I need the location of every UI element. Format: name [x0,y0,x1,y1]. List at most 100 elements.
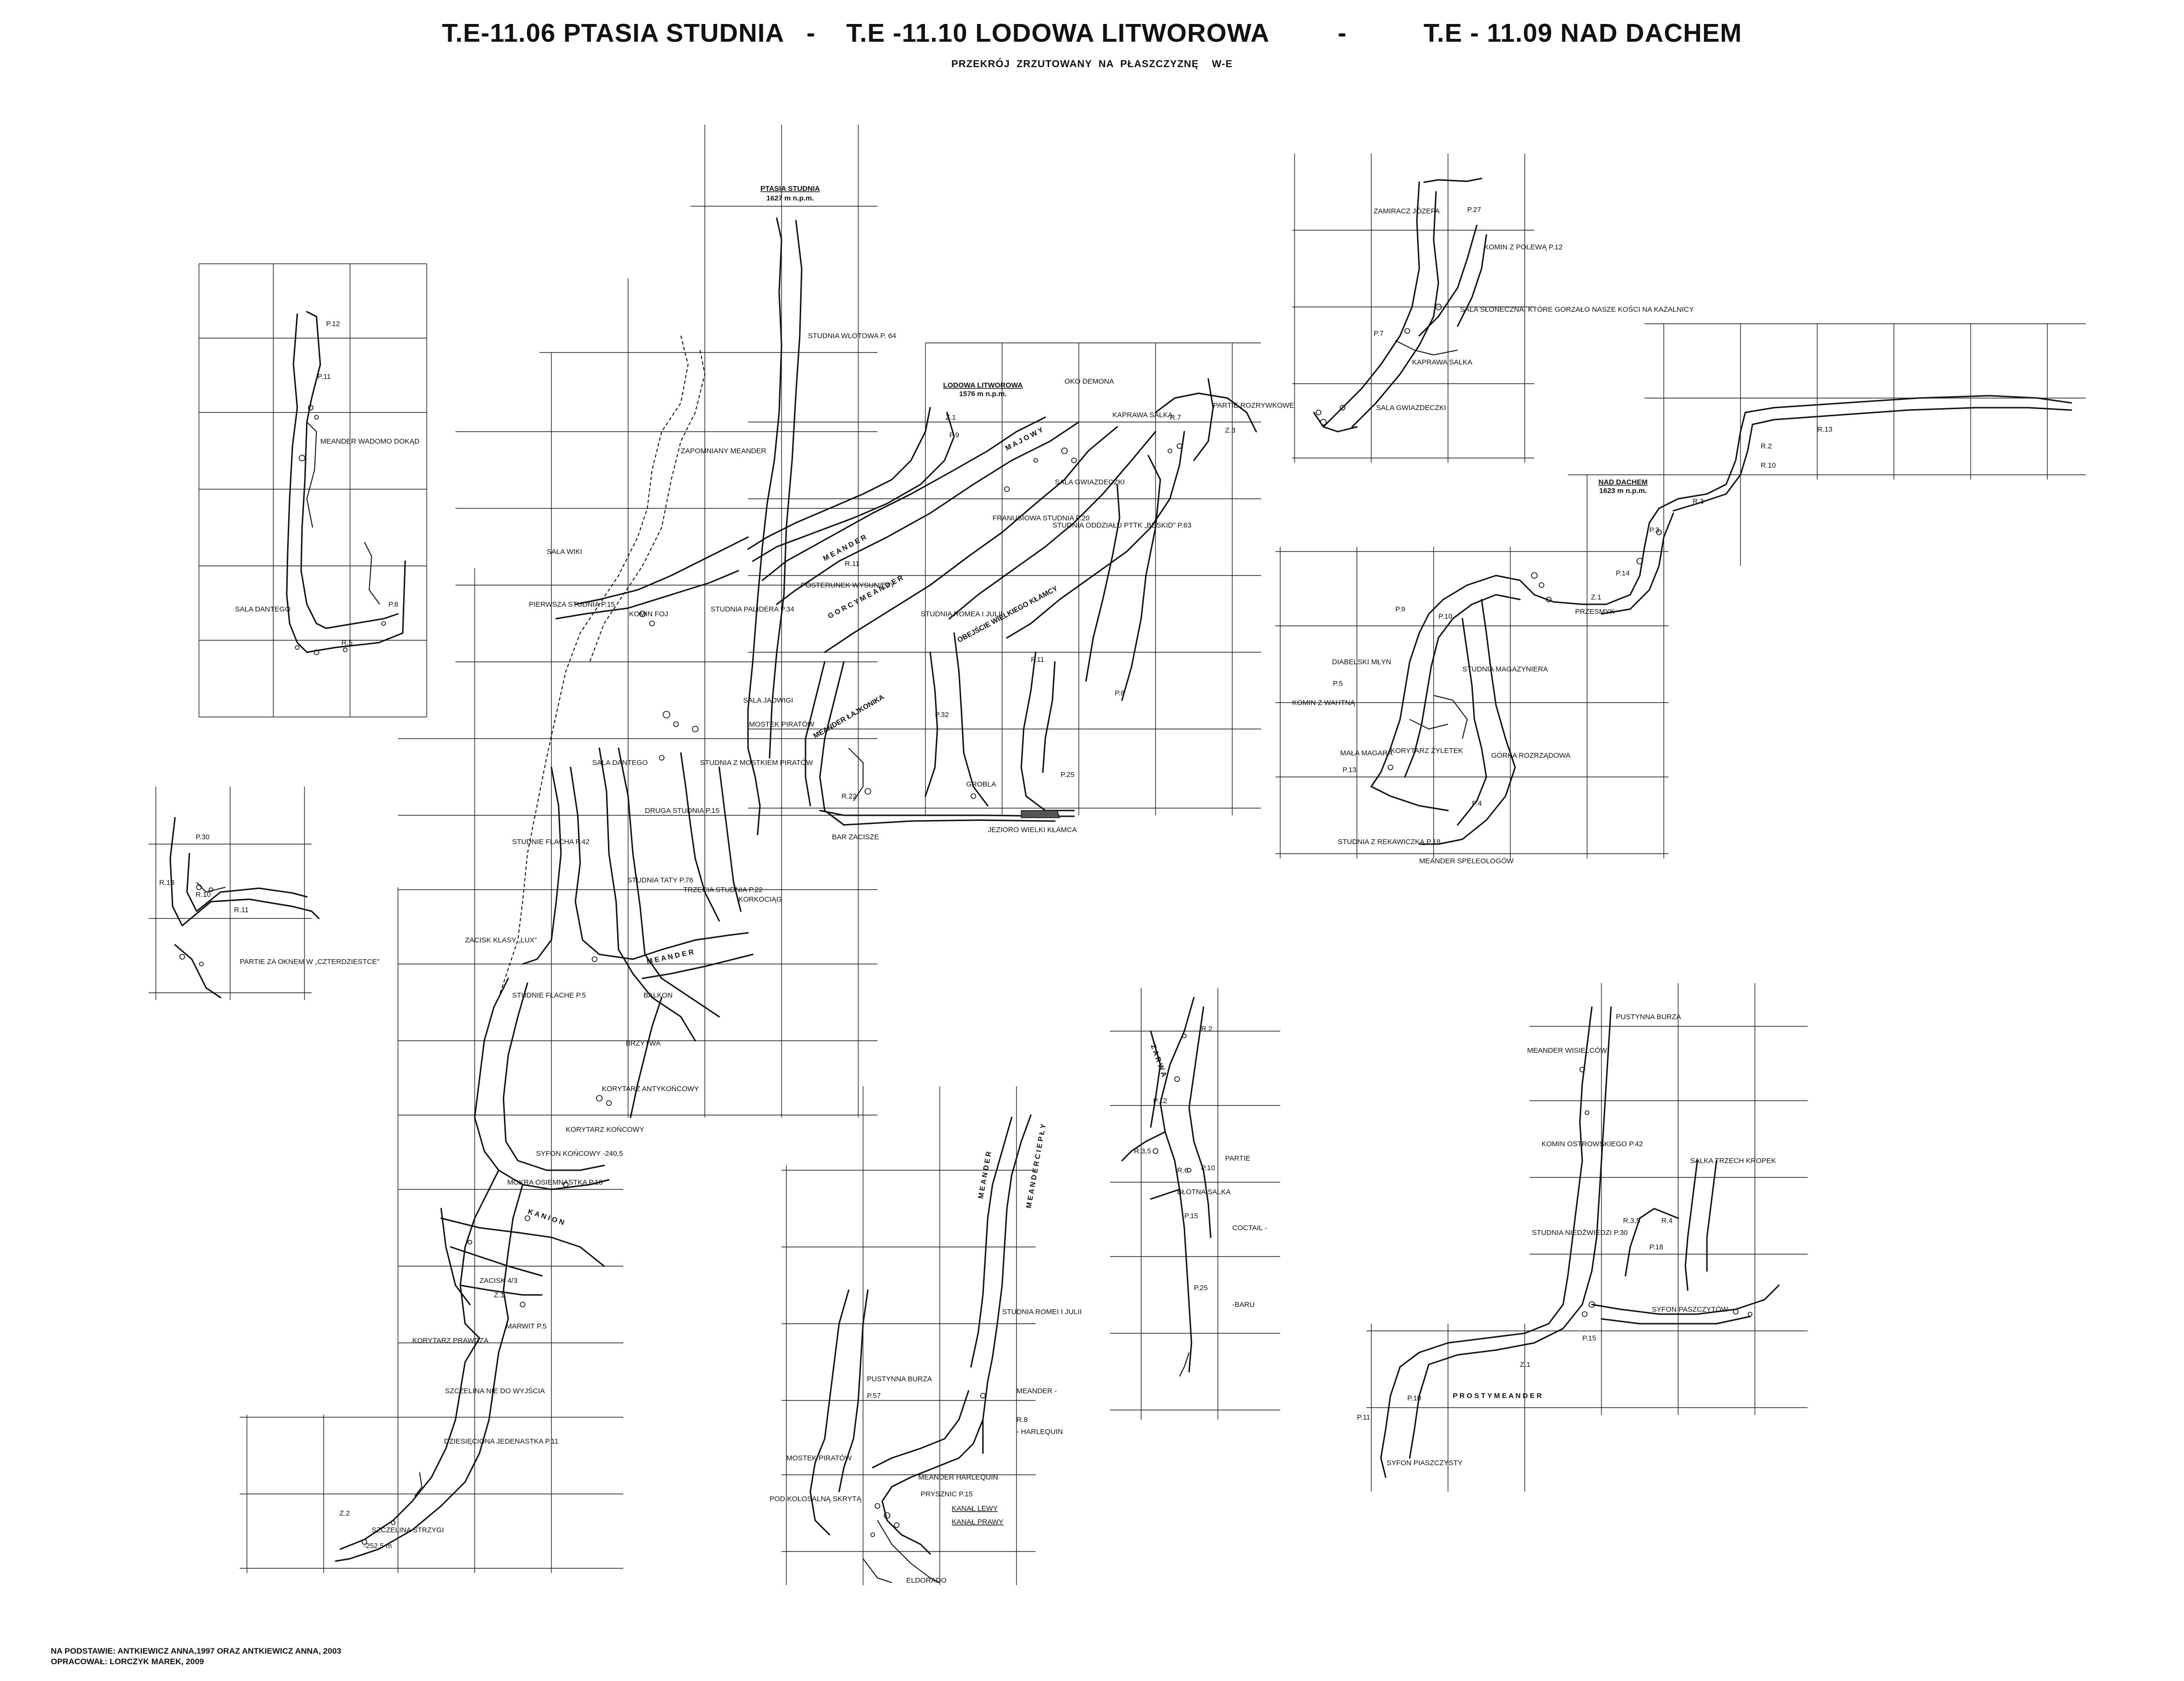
label-sala-gwiazdeczki: SALA GWIAZDECZKI [1055,478,1125,486]
label-dziesiona: DZIESIĘCIONA JEDENASTKA P.11 [444,1437,559,1446]
label-trzecia-studnia: TRZECIA STUDNIA P.22 [683,886,763,894]
label-meander-a: M E A N D E R [646,948,694,966]
label-p32: P.32 [935,711,949,719]
label-z1-f: Z.1 [1520,1361,1530,1369]
cave-panel-lodowa [747,378,1257,826]
label-meander-harlequin: MEANDER HARLEQUIN [918,1473,998,1481]
footer-source: NA PODSTAWIE: ANTKIEWICZ ANNA,1997 ORAZ … [51,1646,341,1656]
entrance-lodowa-altitude: 1576 m n.p.m. [959,390,1006,398]
label-meander-majowy: M A J O W Y [1004,426,1045,453]
grid-panel-f [1366,983,1808,1492]
label-z1-a: Z.1 [494,1291,504,1299]
cave-panel-a [286,311,406,655]
label-korytarz-prawdza: KORYTARZ PRAWDZA [412,1337,489,1345]
label-franusiowa: FRANUSIOWA STUDNIA P.20 [993,514,1090,522]
label-studnia-romei-2: STUDNIA ROMEI I JULII [1002,1308,1082,1316]
entrance-ptasia-altitude: 1627 m n.p.m. [766,194,814,202]
label-sala-gwiazdeczki-2: SALA GWIAZDECZKI [1376,404,1446,412]
label-mostek-piratow-b: MOSTEK PIRATÓW [786,1454,852,1462]
label-posterunek: POSTERUNEK WYSUNIĘTY [801,581,895,589]
footer-author: OPRACOWAŁ: LORCZYK MAREK, 2009 [51,1657,204,1666]
label-oko-demona: OKO DEMONA [1064,377,1114,386]
label-p5-c: P.5 [1333,680,1343,688]
label-r7: R.7 [1170,413,1181,422]
label-r2: R.2 [1761,442,1772,450]
label-prosty-meander: P R O S T Y M E A N D E R [1453,1392,1542,1400]
label-r6: R.6 [1177,1166,1188,1175]
label-meander-bottom: M E A N D E R [977,1151,993,1199]
label-studnie-flacha: STUDNIE FLACHA P.42 [512,838,589,846]
label-z1-c: Z.1 [1591,593,1601,601]
label-prysznic: PRYSZNIC P.15 [921,1490,973,1498]
label-p9-c: P.9 [1395,605,1405,613]
label-p10-c: P.10 [1438,612,1452,621]
label-r11: R.11 [845,560,860,568]
label-studnia-romea: STUDNIA ROMEA I JULII [921,610,1003,618]
label-sala-dantego-a: SALA DANTEGO [235,605,291,613]
label-pustynna-burza-2: PUSTYNNA BURZA [1616,1013,1681,1021]
label-p8-a: P.8 [388,600,398,609]
cave-panel-b [169,817,320,999]
cave-panel-e [1121,997,1212,1377]
label-harlequin-dash: - HARLEQUIN [1016,1428,1063,1436]
label-p11-b: P.11 [1031,656,1044,664]
label-p25: P.25 [1061,771,1074,779]
label-p8-b: P.8 [1115,689,1125,697]
label-p3: P.3 [1649,526,1659,534]
label-meander-lajkonika: MEANDER ŁAJKONIKA [812,693,886,741]
label-salka-trzech: SALKA TRZECH KROPEK [1690,1157,1776,1165]
label-z1-b: Z.1 [946,413,956,422]
label-korytarz-antykoncowy: KORYTARZ ANTYKOŃCOWY [602,1085,699,1093]
grid-panel-naddachem [1275,323,2086,858]
label-syfon-piaszczysty: SYFON PIASZCZYSTY [1387,1459,1462,1467]
label-sala-wiki: SALA WIKI [547,548,582,556]
label-korytarz-zyletek: KORYTARZ ŻYLETEK [1390,746,1463,755]
label-balkon: BALKON [643,991,673,999]
label-p12-a: P.12 [326,320,340,328]
label-przesmyk: PRZESMYK [1575,608,1615,616]
label-jezioro: JEZIORO WIELKI KŁAMCA [988,826,1077,834]
map-title: T.E-11.06 PTASIA STUDNIA - T.E -11.10 LO… [442,19,1742,47]
label-mokra-osiemnastka: MOKRA OSIEMNASTKA P.18 [507,1178,603,1187]
label-meander-wadomo: MEANDER WADOMO DOKĄD [320,437,420,446]
label-r35: R.3,5 [1134,1147,1151,1155]
label-p7: P.7 [1374,329,1384,338]
label-r8-d: R.8 [1016,1416,1028,1424]
label-komin-ostrowskiego: KOMIN OSTROWSKIEGO P.42 [1542,1140,1643,1148]
label-depth-1: -252,5 m [363,1542,392,1550]
label-r22: R.22 [841,792,857,800]
label-komin-polewa: KOMIN Z POLEWĄ P.12 [1484,243,1563,251]
label-meander-cieply: M E A N D E R C I E P Ł Y [1025,1123,1048,1209]
grid-panel-d [782,1086,1036,1585]
label-kanal-lewy: KANAŁ LEWY [952,1505,998,1513]
label-r5-a: R.5 [341,639,352,647]
label-partie-czterdziestce: PARTIE ZA OKNEM W „CZTERDZIESTCE” [240,958,379,966]
label-p9-b: P.9 [949,431,959,439]
label-p15-f: P.15 [1582,1334,1596,1342]
label-zacisk-klasy: ZACISK KLASY „LUX” [465,936,537,944]
label-studnia-magazyniera: STUDNIA MAGAZYNIERA [1462,665,1548,673]
label-p14: P.14 [1616,569,1630,577]
label-druga-studnia: DRUGA STUDNIA P.15 [645,807,720,815]
label-bar-zacisze: BAR ZACISZE [832,833,879,841]
grid-panel-lodowa [748,342,1261,815]
label-komin-wahtna: KOMIN Z WAHTNĄ [1292,699,1355,707]
label-kanion: K A N I O N [527,1208,565,1227]
label-studnia-nietoperzy: STUDNIA NIEDŹWIEDZI P.30 [1532,1229,1628,1237]
label-r10: R.10 [196,891,211,899]
label-sala-sloneczna: SALA SŁONECZNA, KTÓRE GORZAŁO NASZE KOŚC… [1460,305,1694,314]
label-korytarz-koncowy: KORYTARZ KOŃCOWY [566,1126,644,1134]
label-baru: -BARU [1232,1301,1255,1309]
label-studnia-wlotowa: STUDNIA WLOTOWA P. 64 [808,332,896,340]
label-blotna-salka: BŁOTNA SALKA [1177,1188,1231,1196]
label-z2: Z.2 [339,1509,350,1517]
label-mostek-piratow-a: MOSTEK PIRATÓW [749,720,815,729]
label-studnia-taty: STUDNIA TATY P.76 [627,876,693,884]
label-grobla: GROBLA [966,780,996,788]
map-subtitle: PRZEKRÓJ ZRZUTOWANY NA PŁASZCZYZNĘ W-E [951,59,1233,70]
label-eldorado: ELDORADO [906,1576,946,1585]
label-kaprawa-salka: KAPRAWA SALKA [1112,411,1173,419]
label-r13-b: R.13 [1817,425,1833,434]
label-r10-b: R.10 [1761,461,1776,470]
